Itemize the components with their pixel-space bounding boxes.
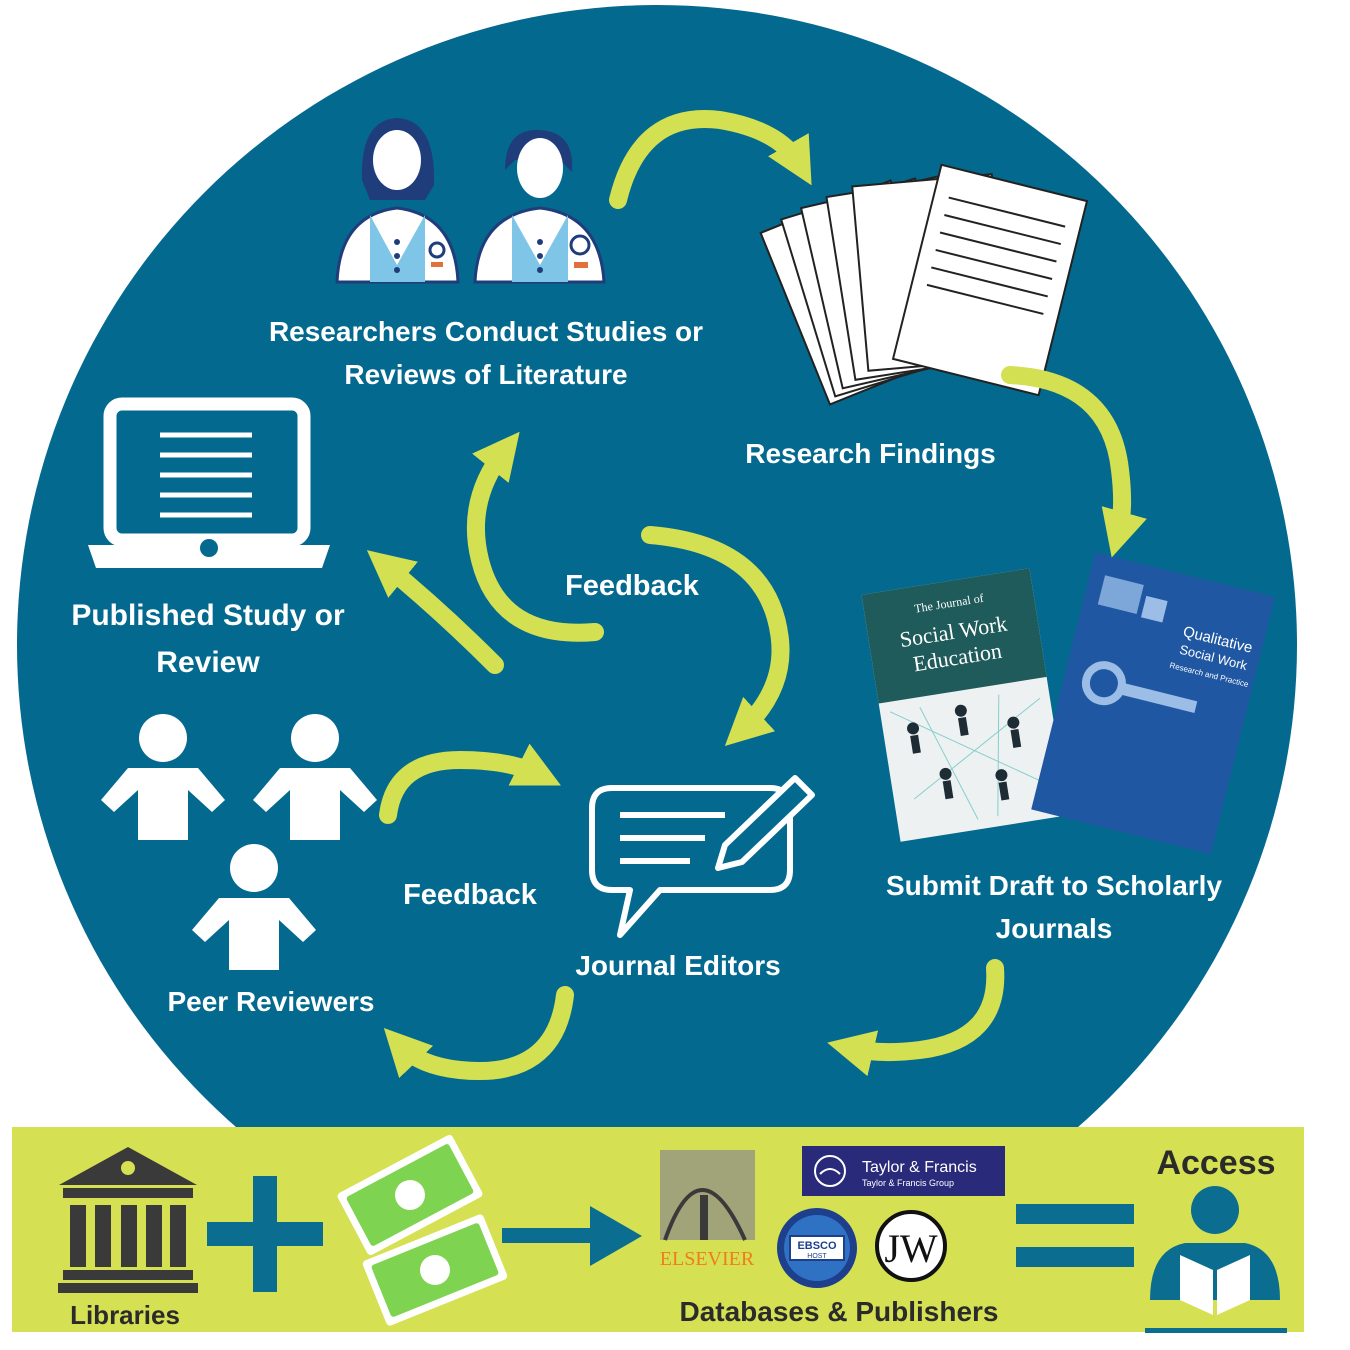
label-libraries: Libraries [70,1300,180,1330]
cycle-arrows [366,110,1147,1080]
arrow-reviewers-to-editors [379,743,561,824]
laptop-icon [88,397,330,568]
label-feedback-bottom: Feedback [403,879,537,911]
reader-access-icon [1145,1186,1287,1333]
label-journal-editors: Journal Editors [575,950,781,981]
plus-sign-icon [207,1176,323,1292]
svg-text:Taylor & Francis: Taylor & Francis [862,1159,977,1176]
research-papers-icon [759,163,1089,406]
label-peer-reviewers: Peer Reviewers [167,986,375,1017]
arrow-findings-to-journals [1001,366,1147,558]
arrow-researchers-to-findings [609,110,812,209]
equals-sign-icon [1016,1204,1134,1267]
svg-text:EBSCO: EBSCO [797,1240,837,1252]
wiley-logo: JW [875,1210,947,1282]
label-feedback-top: Feedback [565,570,699,602]
arrow-feedback-to-researchers [466,431,604,642]
label-published: Published Study or Review [71,599,345,679]
journal-cover-qualitative-social-work: Qualitative Social Work Research and Pra… [1031,552,1275,855]
ebsco-host-logo: EBSCO HOST [777,1208,857,1288]
label-submit-draft: Submit Draft to Scholarly Journals [885,870,1223,945]
journal-cover-social-work-education: The Journal of Social Work Education [861,568,1069,842]
arrow-journals-to-bottom [827,959,1005,1077]
arrow-to-published [366,550,504,674]
library-icon [58,1147,198,1293]
label-researchers: Researchers Conduct Studies or Reviews o… [268,316,704,391]
label-access: Access [1156,1144,1276,1182]
svg-text:JW: JW [884,1226,938,1271]
journal-editors-icon [589,775,815,938]
svg-text:ELSEVIER: ELSEVIER [660,1248,755,1270]
arrow-feedback-to-editors [641,526,790,746]
taylor-francis-logo: Taylor & Francis Taylor & Francis Group [802,1146,1005,1196]
arrow-editors-to-reviewers [383,986,574,1080]
researchers-icon [335,118,606,284]
svg-text:HOST: HOST [807,1253,827,1260]
label-databases-publishers: Databases & Publishers [679,1296,999,1327]
elsevier-logo: ELSEVIER [660,1150,755,1270]
peer-reviewers-icon [101,714,377,970]
money-icon [337,1134,508,1326]
label-research-findings: Research Findings [745,438,996,469]
arrow-to-publishers-icon [502,1206,642,1266]
svg-text:Taylor & Francis Group: Taylor & Francis Group [862,1178,954,1188]
